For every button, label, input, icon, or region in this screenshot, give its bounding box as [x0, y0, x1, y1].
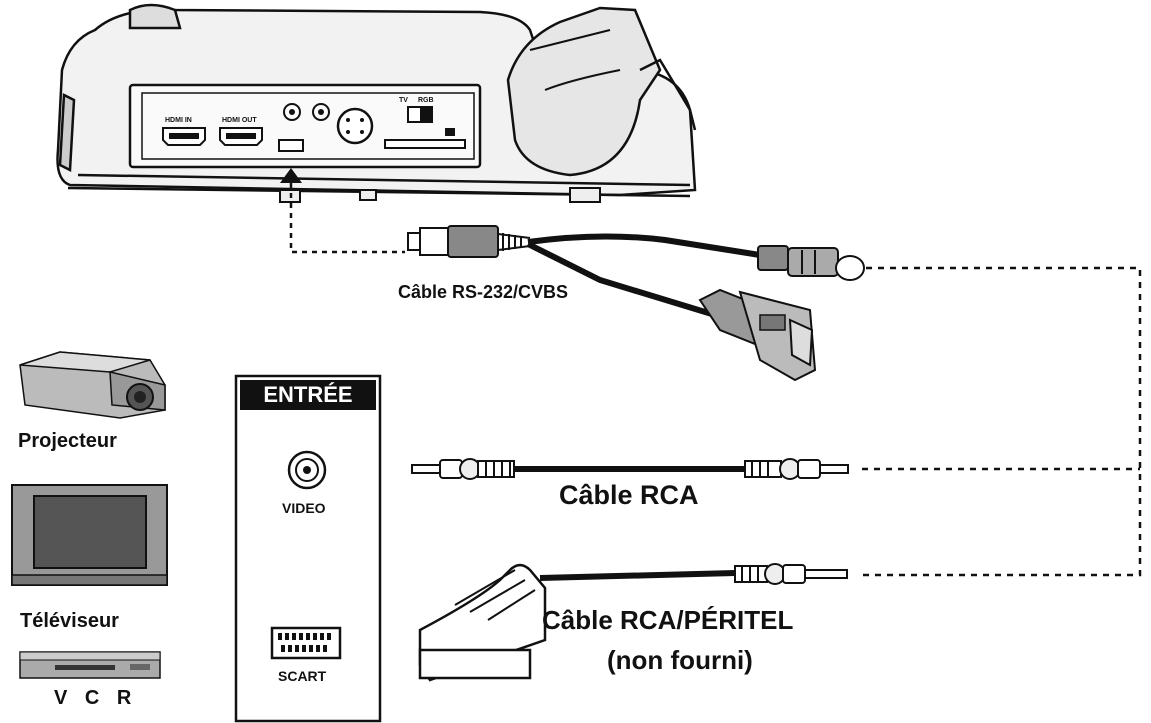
rgb-switch-label: RGB — [418, 97, 434, 104]
rs232-cvbs-cable — [407, 225, 865, 382]
rs232-cable-label: Câble RS-232/CVBS — [398, 282, 569, 302]
input-panel — [234, 374, 382, 723]
rca-cable — [411, 458, 849, 480]
scart-cable-label: Câble RCA/PÉRITEL — [542, 605, 794, 635]
projector-icon — [19, 351, 166, 419]
input-panel-title: ENTRÉE — [240, 380, 376, 410]
projector-label: Projecteur — [18, 430, 117, 452]
hdmi-out-label: HDMI OUT — [222, 117, 257, 124]
rca-cable-label: Câble RCA — [559, 480, 699, 510]
vcr-label: V C R — [54, 687, 138, 709]
rs232-dashed-line — [862, 266, 1142, 577]
tv-switch-label: TV — [399, 97, 408, 104]
vcr-icon — [19, 651, 161, 679]
tv-label: Téléviseur — [20, 610, 119, 632]
document-camera — [56, 3, 697, 203]
scart-cable-note: (non fourni) — [607, 645, 753, 675]
video-port-label: VIDEO — [282, 500, 326, 516]
tv-icon — [11, 484, 168, 586]
rca-scart-cable — [418, 563, 848, 682]
connection-arrow — [280, 168, 405, 254]
hdmi-in-label: HDMI IN — [165, 117, 192, 124]
scart-port-label: SCART — [278, 668, 327, 684]
